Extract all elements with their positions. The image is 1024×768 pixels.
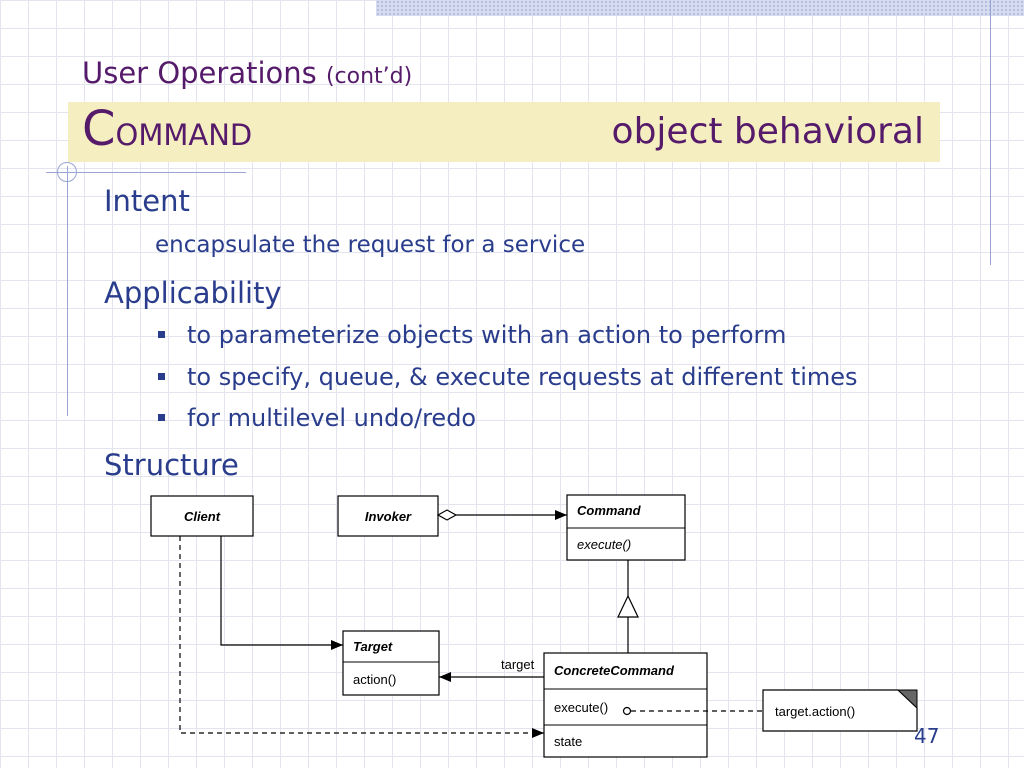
command-method: execute() bbox=[577, 537, 631, 552]
bullet-text: to specify, queue, & execute requests at… bbox=[187, 363, 858, 391]
note-anchor-icon bbox=[622, 706, 632, 716]
applicability-bullet: to specify, queue, & execute requests at… bbox=[158, 363, 858, 391]
bullet-square-icon bbox=[158, 413, 165, 421]
note-box: target.action() bbox=[762, 689, 918, 732]
invoker-class: Invoker bbox=[337, 495, 439, 537]
title-underline-rule bbox=[46, 172, 246, 173]
target-class: Target action() bbox=[342, 630, 440, 696]
client-class: Client bbox=[150, 495, 254, 537]
intent-heading: Intent bbox=[104, 184, 190, 218]
bullet-text: to parameterize objects with an action t… bbox=[187, 321, 787, 349]
target-label: Target bbox=[353, 639, 393, 654]
bullet-square-icon bbox=[158, 372, 165, 380]
title-category: object behavioral bbox=[611, 111, 924, 152]
structure-heading: Structure bbox=[104, 448, 239, 482]
concrete-command-attribute: state bbox=[554, 734, 582, 749]
applicability-bullet: for multilevel undo/redo bbox=[158, 404, 476, 432]
concrete-command-label: ConcreteCommand bbox=[554, 663, 675, 678]
top-decor-band bbox=[376, 0, 1024, 16]
intent-text: encapsulate the request for a service bbox=[155, 232, 586, 258]
note-text: target.action() bbox=[775, 704, 855, 719]
client-target-association bbox=[220, 536, 343, 650]
concrete-command-class: ConcreteCommand execute() state bbox=[543, 652, 708, 758]
page-number: 47 bbox=[914, 724, 940, 748]
left-vertical-rule bbox=[67, 166, 68, 416]
concrete-command-method: execute() bbox=[554, 700, 608, 715]
bullet-square-icon bbox=[158, 330, 165, 338]
inheritance-triangle-icon bbox=[617, 594, 639, 618]
applicability-heading: Applicability bbox=[104, 276, 282, 310]
subtitle-paren: (cont’d) bbox=[325, 64, 413, 89]
bullet-text: for multilevel undo/redo bbox=[187, 404, 477, 432]
applicability-bullet: to parameterize objects with an action t… bbox=[158, 321, 786, 349]
aggregation-diamond-icon bbox=[436, 509, 458, 521]
client-label: Client bbox=[184, 509, 221, 524]
client-creates-dependency bbox=[179, 536, 544, 738]
title-rest: OMMAND bbox=[115, 118, 253, 152]
command-class: Command execute() bbox=[566, 494, 686, 561]
crosshair-icon bbox=[57, 162, 77, 182]
invoker-label: Invoker bbox=[365, 509, 412, 524]
slide-subtitle: User Operations (cont’d) bbox=[82, 56, 412, 90]
target-method: action() bbox=[353, 672, 396, 687]
command-label: Command bbox=[577, 503, 642, 518]
title-band bbox=[68, 102, 940, 162]
slide-title: COMMAND bbox=[82, 101, 252, 157]
subtitle-text: User Operations bbox=[82, 56, 317, 90]
title-initial: C bbox=[82, 101, 116, 157]
right-vertical-rule bbox=[990, 0, 991, 265]
association-label: target bbox=[501, 657, 535, 672]
